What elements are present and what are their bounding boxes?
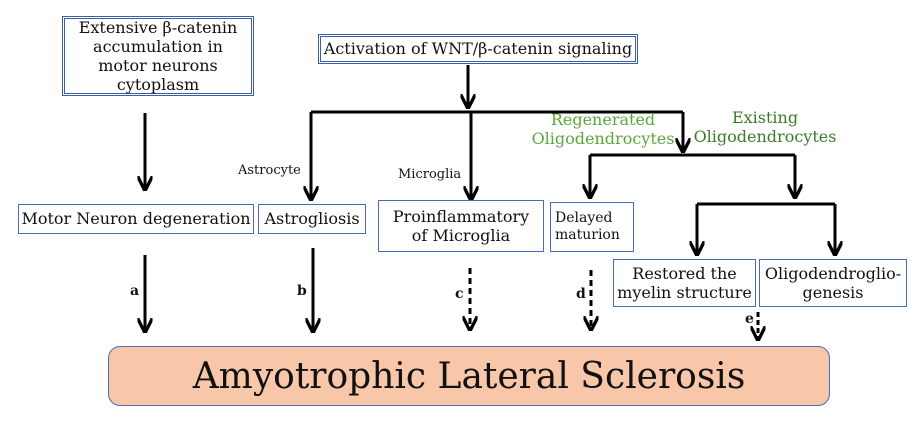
beta-catenin-text: Extensive β-catenin accumulation in moto… xyxy=(78,17,238,95)
oligodendroglio-text: Oligodendroglio-genesis xyxy=(764,263,902,302)
proinflammatory-text: Proinflammatory of Microglia xyxy=(392,206,530,245)
restored-box: Restored the myelin structure xyxy=(613,259,756,307)
restored-text: Restored the myelin structure xyxy=(617,263,752,302)
oligodendroglio-box: Oligodendroglio-genesis xyxy=(759,259,907,307)
regenerated-label: Regenerated Oligodendrocytes xyxy=(531,110,675,149)
letter-d: d xyxy=(576,286,586,302)
motor-neuron-box: Motor Neuron degeneration xyxy=(18,204,254,234)
proinflammatory-box: Proinflammatory of Microglia xyxy=(378,200,544,252)
activation-text: Activation of WNT/β-catenin signaling xyxy=(323,39,633,59)
letter-b: b xyxy=(297,283,307,299)
astrogliosis-text: Astrogliosis xyxy=(264,209,360,229)
delayed-box: Delayed maturion xyxy=(550,202,634,252)
als-text: Amyotrophic Lateral Sclerosis xyxy=(192,355,746,397)
activation-box: Activation of WNT/β-catenin signaling xyxy=(318,34,638,64)
letter-c: c xyxy=(455,286,464,302)
als-box: Amyotrophic Lateral Sclerosis xyxy=(108,346,830,406)
beta-catenin-box: Extensive β-catenin accumulation in moto… xyxy=(62,16,254,96)
existing-label: Existing Oligodendrocytes xyxy=(693,108,837,147)
microglia-label: Microglia xyxy=(398,167,462,182)
delayed-text: Delayed maturion xyxy=(555,210,620,243)
letter-e: e xyxy=(745,311,754,327)
astrocyte-label: Astrocyte xyxy=(238,163,301,178)
motor-neuron-text: Motor Neuron degeneration xyxy=(21,209,251,229)
letter-a: a xyxy=(130,283,140,299)
astrogliosis-box: Astrogliosis xyxy=(258,204,366,234)
